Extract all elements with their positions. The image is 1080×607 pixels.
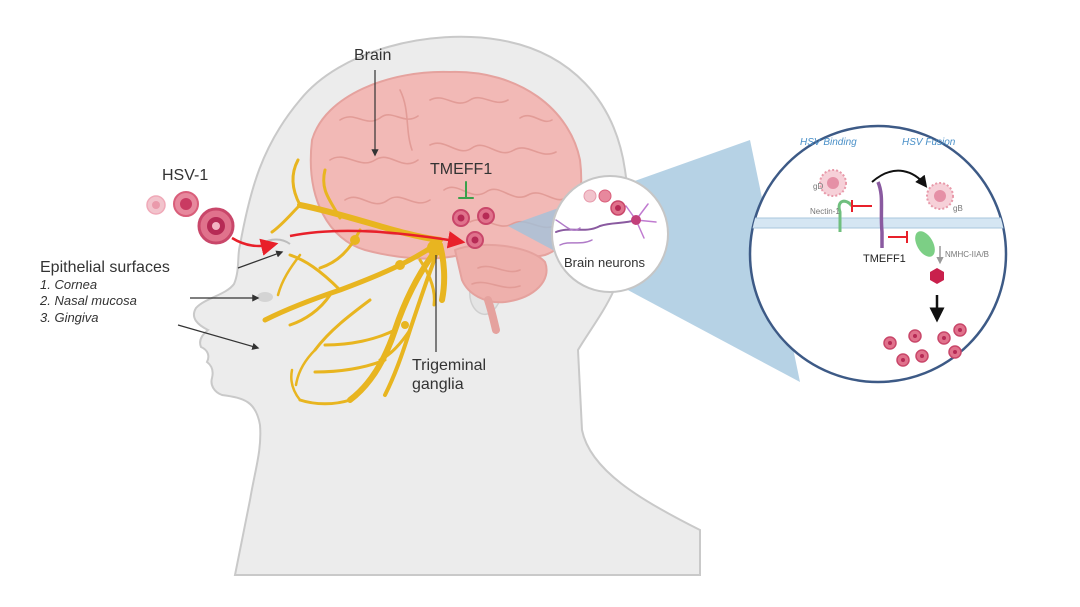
brain bbox=[309, 70, 583, 334]
pointer-lines bbox=[177, 70, 437, 352]
epithelial-surfaces-title: Epithelial surfaces bbox=[40, 259, 170, 276]
inhibition-binding bbox=[851, 200, 872, 212]
capsid-hexagon bbox=[930, 268, 944, 284]
epithelial-item-3: 3. Gingiva bbox=[40, 310, 99, 325]
virus-brain-3 bbox=[466, 231, 484, 249]
tmeff1-protein bbox=[876, 181, 884, 248]
nostril bbox=[257, 292, 273, 302]
tmeff1-label: TMEFF1 bbox=[430, 161, 492, 178]
infection-arrow-entry bbox=[231, 236, 279, 256]
nectin-1-receptor bbox=[837, 199, 854, 232]
infection-arrow-nerve bbox=[289, 229, 466, 249]
hsv1-label: HSV-1 bbox=[162, 167, 208, 184]
virus-brain-1 bbox=[452, 209, 470, 227]
virus-gd bbox=[819, 169, 847, 197]
inhibition-fusion bbox=[888, 231, 908, 243]
tmeff1-inhibition-marker bbox=[458, 181, 474, 199]
brain-neurons-label: Brain neurons bbox=[564, 255, 645, 270]
brain-neurons-circle bbox=[551, 175, 669, 293]
virus-hsv1-medium bbox=[173, 191, 199, 217]
cell-membrane bbox=[750, 218, 1006, 228]
inset-gd-label: gD bbox=[813, 182, 823, 191]
trigeminal-label-line2: ganglia bbox=[412, 376, 464, 393]
nmhc-protein bbox=[915, 231, 935, 257]
ganglion-knots bbox=[350, 235, 443, 329]
inset-gb-label: gB bbox=[953, 204, 963, 213]
inset-tmeff1-label: TMEFF1 bbox=[863, 253, 906, 265]
inset-nectin-label: Nectin-1 bbox=[810, 207, 840, 216]
virus-brain-2 bbox=[477, 207, 495, 225]
virus-hsv1-large bbox=[197, 207, 235, 245]
mechanism-inset: HSV Binding HSV Fusion gD gB Nectin-1 TM… bbox=[748, 124, 1008, 384]
trigeminal-label-line1: Trigeminal bbox=[412, 357, 486, 374]
brain-label: Brain bbox=[354, 47, 391, 64]
epithelial-item-2: 2. Nasal mucosa bbox=[39, 293, 137, 308]
virus-gb bbox=[926, 182, 954, 210]
virus-hsv1-small bbox=[146, 195, 166, 215]
inset-hsv-fusion: HSV Fusion bbox=[902, 137, 956, 148]
inset-hsv-binding: HSV Binding bbox=[800, 137, 857, 148]
epithelial-item-1: 1. Cornea bbox=[40, 277, 97, 292]
inset-nmhc-label: NMHC-IIA/B bbox=[945, 250, 989, 259]
binding-to-fusion-arrow bbox=[871, 169, 928, 188]
